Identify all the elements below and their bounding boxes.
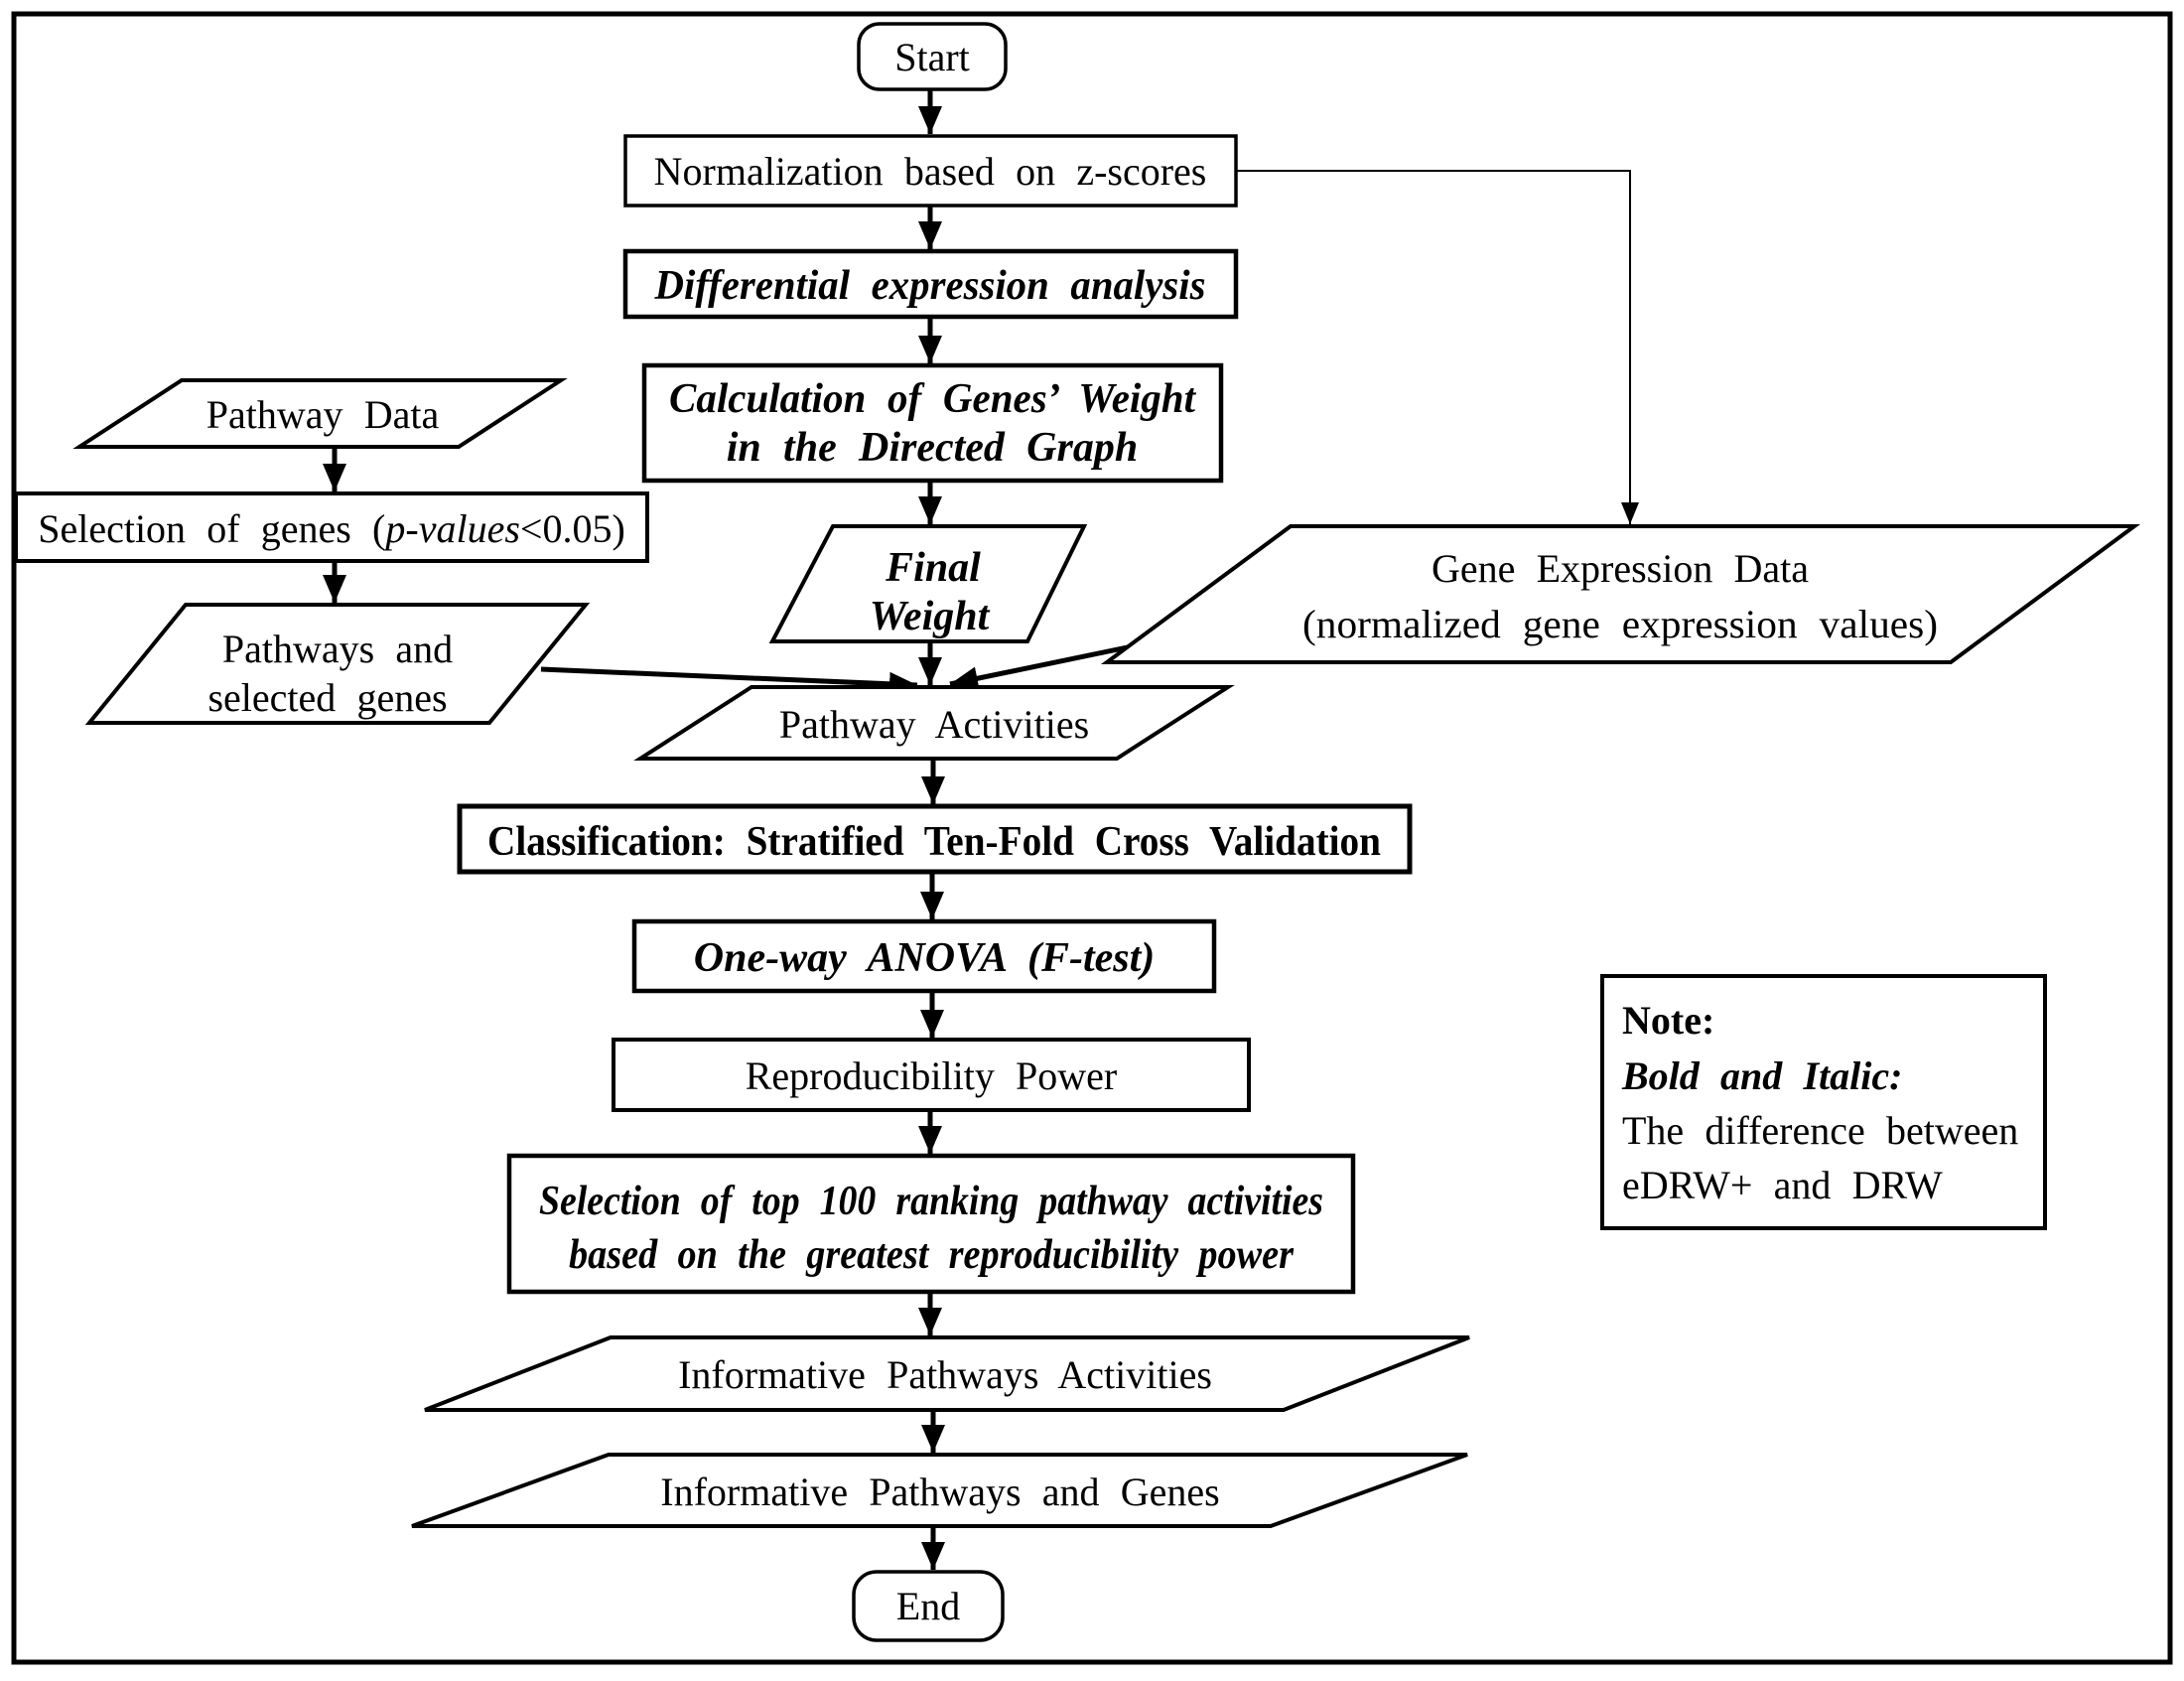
pathway-data-shape <box>72 378 568 449</box>
node-start: Start <box>857 22 1008 91</box>
node-reproducibility: Reproducibility Power <box>612 1038 1251 1112</box>
pathway-data-label: Pathway Data <box>206 392 440 437</box>
note-box: Note: Bold and Italic: The difference be… <box>1600 974 2047 1230</box>
node-normalization: Normalization based on z-scores <box>623 134 1238 208</box>
node-top100-selection: Selection of top 100 ranking pathway act… <box>506 1153 1356 1295</box>
top100-shape <box>506 1153 1356 1295</box>
note-shape <box>1600 974 2047 1230</box>
node-end: End <box>852 1570 1005 1642</box>
note-line2: eDRW+ and DRW <box>1622 1163 1943 1207</box>
node-final-weight: Final Weight <box>768 524 1088 643</box>
end-shape <box>852 1570 1005 1642</box>
normalization-shape <box>623 134 1238 208</box>
node-differential-expression: Differential expression analysis <box>622 248 1239 320</box>
start-label: Start <box>894 35 970 79</box>
gene-expression-shape <box>1100 524 2141 664</box>
final-weight-shape <box>768 524 1088 643</box>
arrow-pathwaysselected-activities <box>540 666 918 696</box>
calculation-label-line1: Calculation of Genes’ Weight <box>669 376 1196 422</box>
node-informative-activities: Informative Pathways Activities <box>424 1335 1470 1412</box>
end-label: End <box>896 1584 960 1628</box>
reproducibility-shape <box>612 1038 1251 1112</box>
selection-genes-suffix: <0.05) <box>520 506 625 551</box>
classification-label: Classification: Stratified Ten-Fold Cros… <box>487 819 1381 865</box>
arrow-geneexpression-activities <box>949 641 1143 691</box>
normalization-label: Normalization based on z-scores <box>654 149 1207 194</box>
start-shape <box>857 22 1008 91</box>
reproducibility-label: Reproducibility Power <box>746 1053 1117 1098</box>
node-pathways-selected-genes: Pathways and selected genes <box>84 603 591 725</box>
gene-expression-label-line2: (normalized gene expression values) <box>1302 602 1938 646</box>
classification-shape <box>457 803 1413 875</box>
node-informative-genes: Informative Pathways and Genes <box>411 1453 1468 1528</box>
pathways-selected-label-line2: selected genes <box>207 675 447 720</box>
gene-expression-label-line1: Gene Expression Data <box>1432 546 1809 591</box>
pathways-selected-label-line1: Pathways and <box>222 627 453 671</box>
anova-label: One-way ANOVA (F-test) <box>694 935 1156 981</box>
calculation-label-line2: in the Directed Graph <box>727 425 1138 471</box>
top100-label-line1: Selection of top 100 ranking pathway act… <box>539 1179 1323 1224</box>
node-classification: Classification: Stratified Ten-Fold Cros… <box>457 803 1413 875</box>
informative-genes-label: Informative Pathways and Genes <box>660 1470 1219 1514</box>
selection-genes-prefix: Selection of genes ( <box>38 506 385 551</box>
informative-activities-shape <box>424 1335 1470 1412</box>
calculation-shape <box>641 362 1224 484</box>
flow-arrows <box>323 89 1143 1570</box>
arrow-normalization-geneexpression <box>1236 170 1639 524</box>
node-gene-expression-data: Gene Expression Data (normalized gene ex… <box>1100 524 2141 664</box>
node-pathway-activities: Pathway Activities <box>633 685 1235 761</box>
node-pathway-data: Pathway Data <box>72 378 568 449</box>
figure-border <box>11 11 2173 1665</box>
informative-genes-shape <box>411 1453 1468 1528</box>
pathways-selected-shape <box>84 603 591 725</box>
note-subtitle: Bold and Italic: <box>1621 1053 1902 1098</box>
node-calculation-weight: Calculation of Genes’ Weight in the Dire… <box>641 362 1224 484</box>
pathway-activities-label: Pathway Activities <box>779 702 1089 747</box>
selection-genes-italic: p-values <box>382 506 520 551</box>
selection-genes-shape <box>14 491 649 563</box>
final-weight-label-line2: Weight <box>870 594 991 639</box>
node-anova: One-way ANOVA (F-test) <box>631 918 1217 994</box>
informative-activities-label: Informative Pathways Activities <box>678 1352 1212 1397</box>
node-selection-genes: Selection of genes (p-values<0.05) <box>14 491 649 563</box>
note-title: Note: <box>1622 998 1714 1043</box>
pathway-activities-shape <box>633 685 1235 761</box>
top100-label-line2: based on the greatest reproducibility po… <box>569 1232 1295 1278</box>
note-line1: The difference between <box>1622 1108 2018 1153</box>
anova-shape <box>631 918 1217 994</box>
selection-genes-label: Selection of genes (p-values<0.05) <box>38 506 625 551</box>
differential-label: Differential expression analysis <box>654 263 1206 309</box>
final-weight-label-line1: Final <box>885 545 981 591</box>
differential-shape <box>622 248 1239 320</box>
